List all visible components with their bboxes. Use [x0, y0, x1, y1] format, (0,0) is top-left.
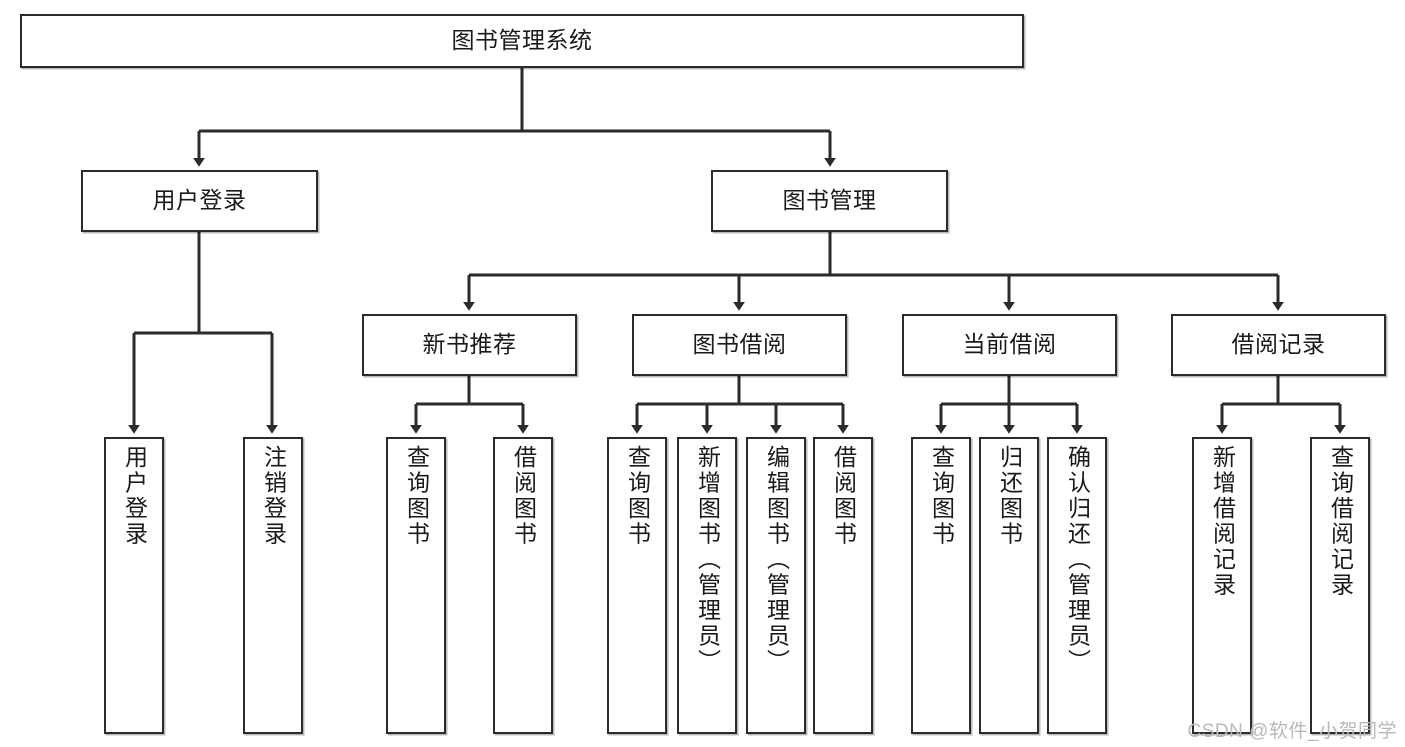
- leaf-borrow-book-recommend[interactable]: 借阅图书: [493, 437, 553, 734]
- node-label: 查询图书: [403, 445, 430, 547]
- leaf-query-book-recommend[interactable]: 查询图书: [386, 437, 446, 734]
- leaf-logout[interactable]: 注销登录: [243, 437, 303, 734]
- node-new-book-recommendation[interactable]: 新书推荐: [362, 314, 577, 376]
- leaf-add-borrow-record[interactable]: 新增借阅记录: [1192, 437, 1252, 734]
- leaf-add-book-admin[interactable]: 新增图书（管理员）: [677, 437, 737, 734]
- node-book-borrow[interactable]: 图书借阅: [632, 314, 847, 376]
- leaf-query-borrow-record[interactable]: 查询借阅记录: [1310, 437, 1370, 734]
- node-root-library-management-system[interactable]: 图书管理系统: [20, 14, 1024, 68]
- node-current-borrow[interactable]: 当前借阅: [902, 314, 1117, 376]
- node-label: 借阅图书: [510, 445, 537, 547]
- leaf-user-login[interactable]: 用户登录: [104, 437, 164, 734]
- node-label: 新书推荐: [422, 331, 517, 358]
- node-label: 新增图书（管理员）: [694, 445, 721, 675]
- node-label: 注销登录: [260, 445, 287, 547]
- node-label: 确认归还（管理员）: [1064, 445, 1091, 675]
- watermark-text: CSDN @软件_小贺同学: [1187, 721, 1397, 742]
- node-label: 查询借阅记录: [1327, 445, 1354, 598]
- node-label: 借阅记录: [1231, 331, 1326, 358]
- node-label: 当前借阅: [962, 331, 1057, 358]
- leaf-confirm-return-admin[interactable]: 确认归还（管理员）: [1047, 437, 1107, 734]
- node-label: 借阅图书: [830, 445, 857, 547]
- node-label: 查询图书: [624, 445, 651, 547]
- node-label: 编辑图书（管理员）: [763, 445, 790, 675]
- leaf-return-book[interactable]: 归还图书: [979, 437, 1039, 734]
- node-label: 图书借阅: [692, 331, 787, 358]
- leaf-query-book-borrow[interactable]: 查询图书: [607, 437, 667, 734]
- node-label: 图书管理系统: [451, 27, 593, 54]
- leaf-edit-book-admin[interactable]: 编辑图书（管理员）: [746, 437, 806, 734]
- node-borrow-record[interactable]: 借阅记录: [1171, 314, 1386, 376]
- leaf-query-book-current[interactable]: 查询图书: [911, 437, 971, 734]
- node-label: 用户登录: [121, 445, 148, 547]
- leaf-borrow-book[interactable]: 借阅图书: [813, 437, 873, 734]
- node-book-management[interactable]: 图书管理: [711, 170, 948, 232]
- node-user-login[interactable]: 用户登录: [81, 170, 318, 232]
- node-label: 新增借阅记录: [1209, 445, 1236, 598]
- node-label: 查询图书: [928, 445, 955, 547]
- node-label: 图书管理: [782, 187, 877, 214]
- node-label: 用户登录: [152, 187, 247, 214]
- node-label: 归还图书: [996, 445, 1023, 547]
